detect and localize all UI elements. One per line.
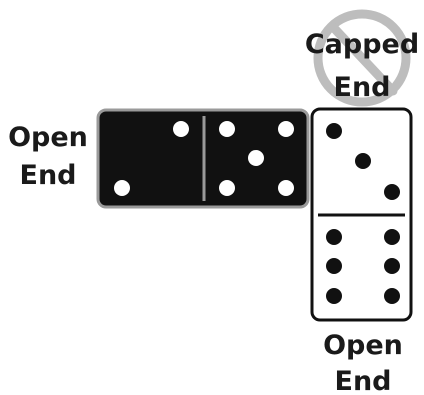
- capped-end-label-line1: Capped: [305, 29, 419, 60]
- bottom-open-end-label-line2: End: [335, 366, 392, 395]
- pip: [219, 180, 235, 196]
- capped-end-label-line2: End: [334, 72, 391, 103]
- pip: [384, 288, 400, 304]
- left-open-end-label-line2: End: [20, 160, 77, 191]
- pip: [278, 180, 294, 196]
- pip: [355, 153, 371, 169]
- pip: [384, 229, 400, 245]
- pip: [248, 150, 264, 166]
- pip: [173, 121, 189, 137]
- pip: [326, 123, 342, 139]
- pip: [384, 184, 400, 200]
- pip: [326, 258, 342, 274]
- pip: [114, 180, 130, 196]
- pip: [278, 121, 294, 137]
- horizontal-domino: [98, 110, 308, 207]
- vertical-domino: [312, 109, 411, 320]
- pip: [384, 258, 400, 274]
- bottom-open-end-label-line1: Open: [323, 330, 403, 361]
- pip: [219, 121, 235, 137]
- pip: [326, 229, 342, 245]
- pip: [326, 288, 342, 304]
- left-open-end-label-line1: Open: [8, 122, 88, 153]
